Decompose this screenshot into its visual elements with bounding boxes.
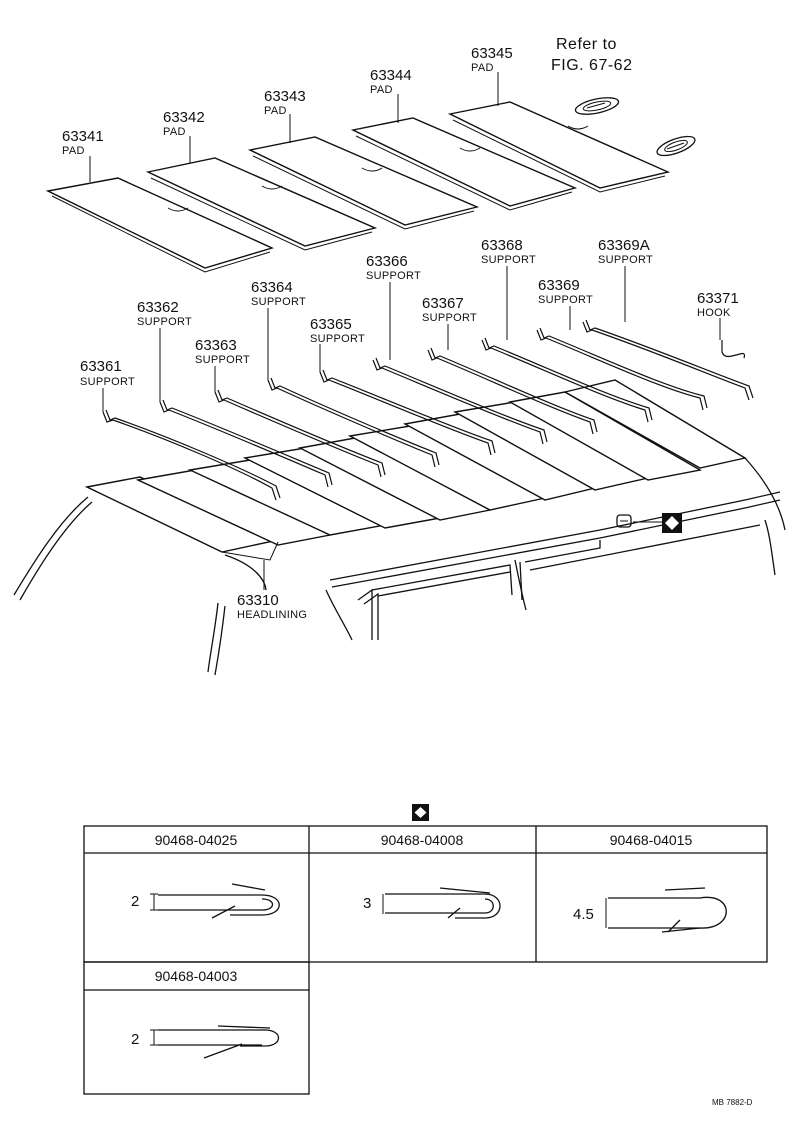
pad-63342-name: PAD <box>163 126 186 138</box>
support-63365-number: 63365 <box>310 316 352 333</box>
grommet-icon <box>574 97 620 115</box>
clip-dimension: 4.5 <box>573 906 594 923</box>
drawing-code: MB 7882-D <box>712 1098 753 1107</box>
pad-63345-name: PAD <box>471 62 494 74</box>
clip-part-number: 90468-04003 <box>155 968 238 984</box>
support-63369-number: 63369 <box>538 277 580 294</box>
support-63363-name: SUPPORT <box>195 354 250 366</box>
support-63364-name: SUPPORT <box>251 296 306 308</box>
hook-name: HOOK <box>697 307 731 319</box>
support-63367-name: SUPPORT <box>422 312 477 324</box>
clip-part-number: 90468-04008 <box>381 832 464 848</box>
support-63363-number: 63363 <box>195 337 237 354</box>
support-63362-name: SUPPORT <box>137 316 192 328</box>
diamond-marker-icon <box>662 513 682 533</box>
pad-63341-name: PAD <box>62 145 85 157</box>
pad-63342 <box>145 157 378 251</box>
support-63368-name: SUPPORT <box>481 254 536 266</box>
pad-63344-name: PAD <box>370 84 393 96</box>
diamond-marker-icon <box>412 804 429 821</box>
clip-dimension: 2 <box>131 1031 139 1048</box>
hook-icon <box>721 340 746 359</box>
support-63369a-name: SUPPORT <box>598 254 653 266</box>
support-labels: 63361 SUPPORT 63362 SUPPORT 63363 SUPPOR… <box>80 237 653 388</box>
pad-63344-number: 63344 <box>370 67 412 84</box>
support-63367-number: 63367 <box>422 295 464 312</box>
support-63366-name: SUPPORT <box>366 270 421 282</box>
clip-drawing-icon: 4.5 <box>573 887 727 933</box>
support-63366-number: 63366 <box>366 253 408 270</box>
headlining-panels <box>84 379 747 561</box>
support-63361-name: SUPPORT <box>80 376 135 388</box>
pad-63345 <box>447 101 671 193</box>
headlining-name: HEADLINING <box>237 609 307 621</box>
support-63361-number: 63361 <box>80 358 122 375</box>
clip-dimension: 2 <box>131 893 139 910</box>
clip-drawing-icon: 3 <box>363 887 501 919</box>
reference-line-1: Refer to <box>556 36 617 53</box>
pad-63343-number: 63343 <box>264 88 306 105</box>
grommet-icon <box>656 135 696 157</box>
clip-drawing-icon: 2 <box>131 1025 280 1059</box>
pad-63342-number: 63342 <box>163 109 205 126</box>
hook-number: 63371 <box>697 290 739 307</box>
clip-location-icon <box>616 514 662 528</box>
pad-labels: 63341 PAD 63342 PAD 63343 PAD 63344 PAD … <box>62 45 513 157</box>
clip-dimension: 3 <box>363 895 371 912</box>
headlining-label: 63310 HEADLINING <box>237 592 307 621</box>
pad-63341 <box>45 177 274 273</box>
clip-table: 90468-04025 90468-04008 90468-04015 9046… <box>83 825 768 1095</box>
hook-label: 63371 HOOK <box>697 290 739 319</box>
pad-63343-name: PAD <box>264 105 287 117</box>
pad-63343 <box>247 136 480 230</box>
clip-part-number: 90468-04015 <box>610 832 693 848</box>
support-63364-number: 63364 <box>251 279 293 296</box>
headlining-number: 63310 <box>237 592 279 609</box>
pad-63345-number: 63345 <box>471 45 513 62</box>
support-63365-name: SUPPORT <box>310 333 365 345</box>
clip-drawing-icon: 2 <box>131 883 280 919</box>
reference-note: Refer to FIG. 67-62 <box>551 36 632 74</box>
support-63369-name: SUPPORT <box>538 294 593 306</box>
clip-part-number: 90468-04025 <box>155 832 238 848</box>
support-63369a-number: 63369A <box>598 237 650 254</box>
support-rods <box>102 319 754 501</box>
support-63362-number: 63362 <box>137 299 179 316</box>
support-63368-number: 63368 <box>481 237 523 254</box>
pad-63341-number: 63341 <box>62 128 104 145</box>
pad-63344 <box>350 117 578 211</box>
reference-line-2: FIG. 67-62 <box>551 57 632 74</box>
